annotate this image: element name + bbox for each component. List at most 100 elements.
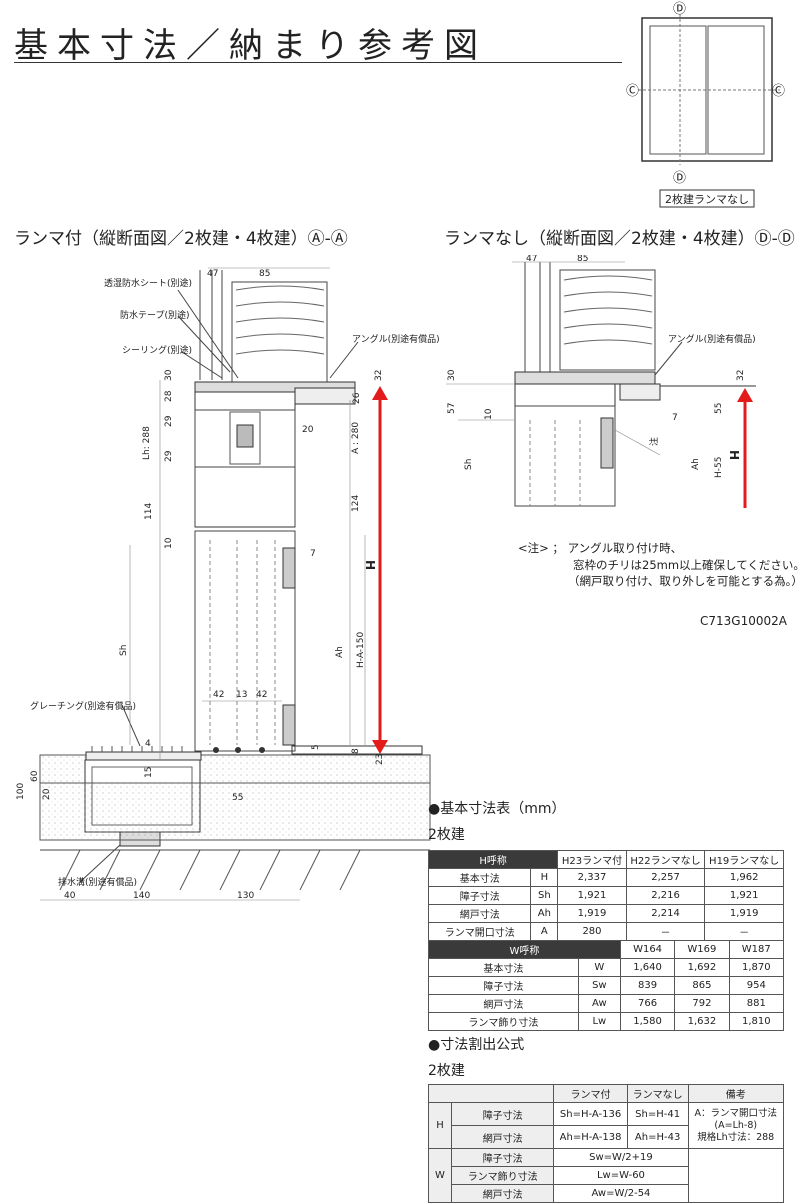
dim-5: 5 [311, 744, 321, 750]
right-section-title: ランマなし（縦断面図／2枚建・4枚建）Ⓓ-Ⓓ [444, 229, 795, 249]
cell: 障子寸法 [427, 886, 532, 905]
marker-bottom: Ⓓ [673, 171, 686, 186]
right-section-drawing: アングル(別途有償品) 注 47 85 30 32 57 10 55 7 Sh … [446, 255, 756, 508]
remark-line: A：ランマ開口寸法 [694, 1107, 778, 1119]
marker-right: Ⓒ [772, 84, 785, 99]
cell: 1,870 [728, 958, 785, 977]
cell: H [530, 868, 559, 887]
cell: 865 [674, 976, 730, 995]
dim-29b: 29 [164, 450, 174, 462]
right-dim-85: 85 [577, 255, 588, 264]
table-h-col-2: H22ランマなし [625, 850, 706, 869]
right-dim-47: 47 [526, 255, 537, 264]
formula-w-remark-blank [687, 1148, 785, 1203]
cell: Ah=H-A-138 [553, 1125, 628, 1149]
dim-26: 26 [352, 392, 362, 404]
cell: Sw [577, 976, 621, 995]
right-callout-chu: 注 [648, 437, 660, 446]
right-dim-h55: H-55 [714, 457, 724, 478]
cell: 280 [557, 922, 627, 941]
callout-sheet: 透湿防水シート(別途) [104, 277, 192, 289]
table-h-col-1: H23ランマ付 [557, 850, 627, 869]
note-line-2: 窓枠のチリは25mm以上確保してください。 [573, 558, 800, 572]
callout-grating: グレーチング(別途有償品) [30, 700, 136, 712]
dim-ha150: H-A-150 [356, 632, 366, 668]
dim-a280: A : 280 [351, 422, 361, 454]
cell: 1,919 [557, 904, 627, 923]
table-row: H 障子寸法 Sh=H-A-136 Sh=H-41 A：ランマ開口寸法 (A=L… [428, 1102, 785, 1149]
table-row: 網戸寸法 Ah=H-A-138 Ah=H-43 [429, 1125, 784, 1149]
right-dim-ah: Ah [691, 458, 701, 470]
dim-42b: 42 [256, 690, 267, 700]
dim-30: 30 [164, 369, 174, 381]
cell: Sh=H-A-136 [553, 1102, 628, 1126]
cell: 1,919 [704, 904, 784, 923]
cell: 障子寸法 [428, 976, 579, 995]
cell: Lw=W-60 [553, 1166, 689, 1185]
cell: 1,810 [728, 1012, 785, 1031]
formula-remark: A：ランマ開口寸法 (A=Lh-8) 規格Lh寸法：288 [687, 1102, 785, 1149]
table-w-col-1: W164 [619, 940, 676, 959]
cell: Sw=W/2+19 [553, 1148, 689, 1167]
cell: 2,257 [625, 868, 706, 887]
formula-col-1: ランマなし [626, 1084, 689, 1103]
cell: 障子寸法 [450, 1102, 555, 1126]
dim-124: 124 [351, 495, 361, 512]
cell: 881 [728, 994, 785, 1013]
right-dim-sh: Sh [464, 459, 474, 470]
cell: 2,214 [625, 904, 706, 923]
cell: Lw [577, 1012, 621, 1031]
cell: 1,962 [704, 868, 784, 887]
cell: 1,921 [557, 886, 627, 905]
dim-4: 4 [145, 739, 151, 749]
cell: 網戸寸法 [450, 1184, 555, 1203]
formula-table: ランマ付 ランマなし 備考 H 障子寸法 Sh=H-A-136 Sh=H-41 … [427, 1084, 785, 1203]
table-w-col-3: W187 [728, 940, 785, 959]
table-row: ランマ飾り寸法 Lw=W-60 [429, 1166, 784, 1185]
table-h-col-0: H呼称 [427, 850, 559, 869]
cell: 網戸寸法 [450, 1125, 555, 1149]
dim-20: 20 [302, 425, 314, 435]
marker-top: Ⓓ [673, 2, 686, 17]
left-section-title: ランマ付（縦断面図／2枚建・4枚建）Ⓐ-Ⓐ [14, 229, 348, 249]
cell: Ah [530, 904, 559, 923]
cell: 2,216 [625, 886, 706, 905]
cell: 2,337 [557, 868, 627, 887]
cell: － [625, 922, 706, 941]
remark-line: (A=Lh-8) [714, 1119, 758, 1131]
table-h-col-3: H19ランマなし [704, 850, 784, 869]
dim-32: 32 [374, 370, 384, 381]
dim-85: 85 [259, 269, 270, 279]
right-dim-30: 30 [447, 369, 457, 381]
table-w-header: W呼称 W164 W169 W187 [428, 940, 785, 959]
dim-sh: Sh [119, 645, 129, 656]
formula-header-blank [427, 1084, 555, 1103]
dim-140: 140 [133, 891, 150, 901]
cell: Ah=H-43 [626, 1125, 689, 1149]
dim-28: 28 [164, 390, 174, 402]
cell: 基本寸法 [428, 958, 579, 977]
right-callout-angle: アングル(別途有償品) [668, 333, 756, 345]
dim-60: 60 [30, 770, 40, 782]
table-row: W 障子寸法 Sw=W/2+19 [428, 1148, 785, 1203]
cell: 網戸寸法 [428, 994, 579, 1013]
cell: 792 [674, 994, 730, 1013]
cell: 954 [728, 976, 785, 995]
dim-100: 100 [16, 783, 26, 800]
dim-lh: Lh: 288 [142, 426, 152, 460]
cell: 1,632 [674, 1012, 730, 1031]
title-underline [14, 62, 622, 63]
callout-drain: 排水溝(別途有償品) [58, 876, 137, 888]
formula-h-label: H [428, 1102, 452, 1149]
callout-angle: アングル(別途有償品) [352, 333, 440, 345]
dim-130: 130 [237, 891, 254, 901]
